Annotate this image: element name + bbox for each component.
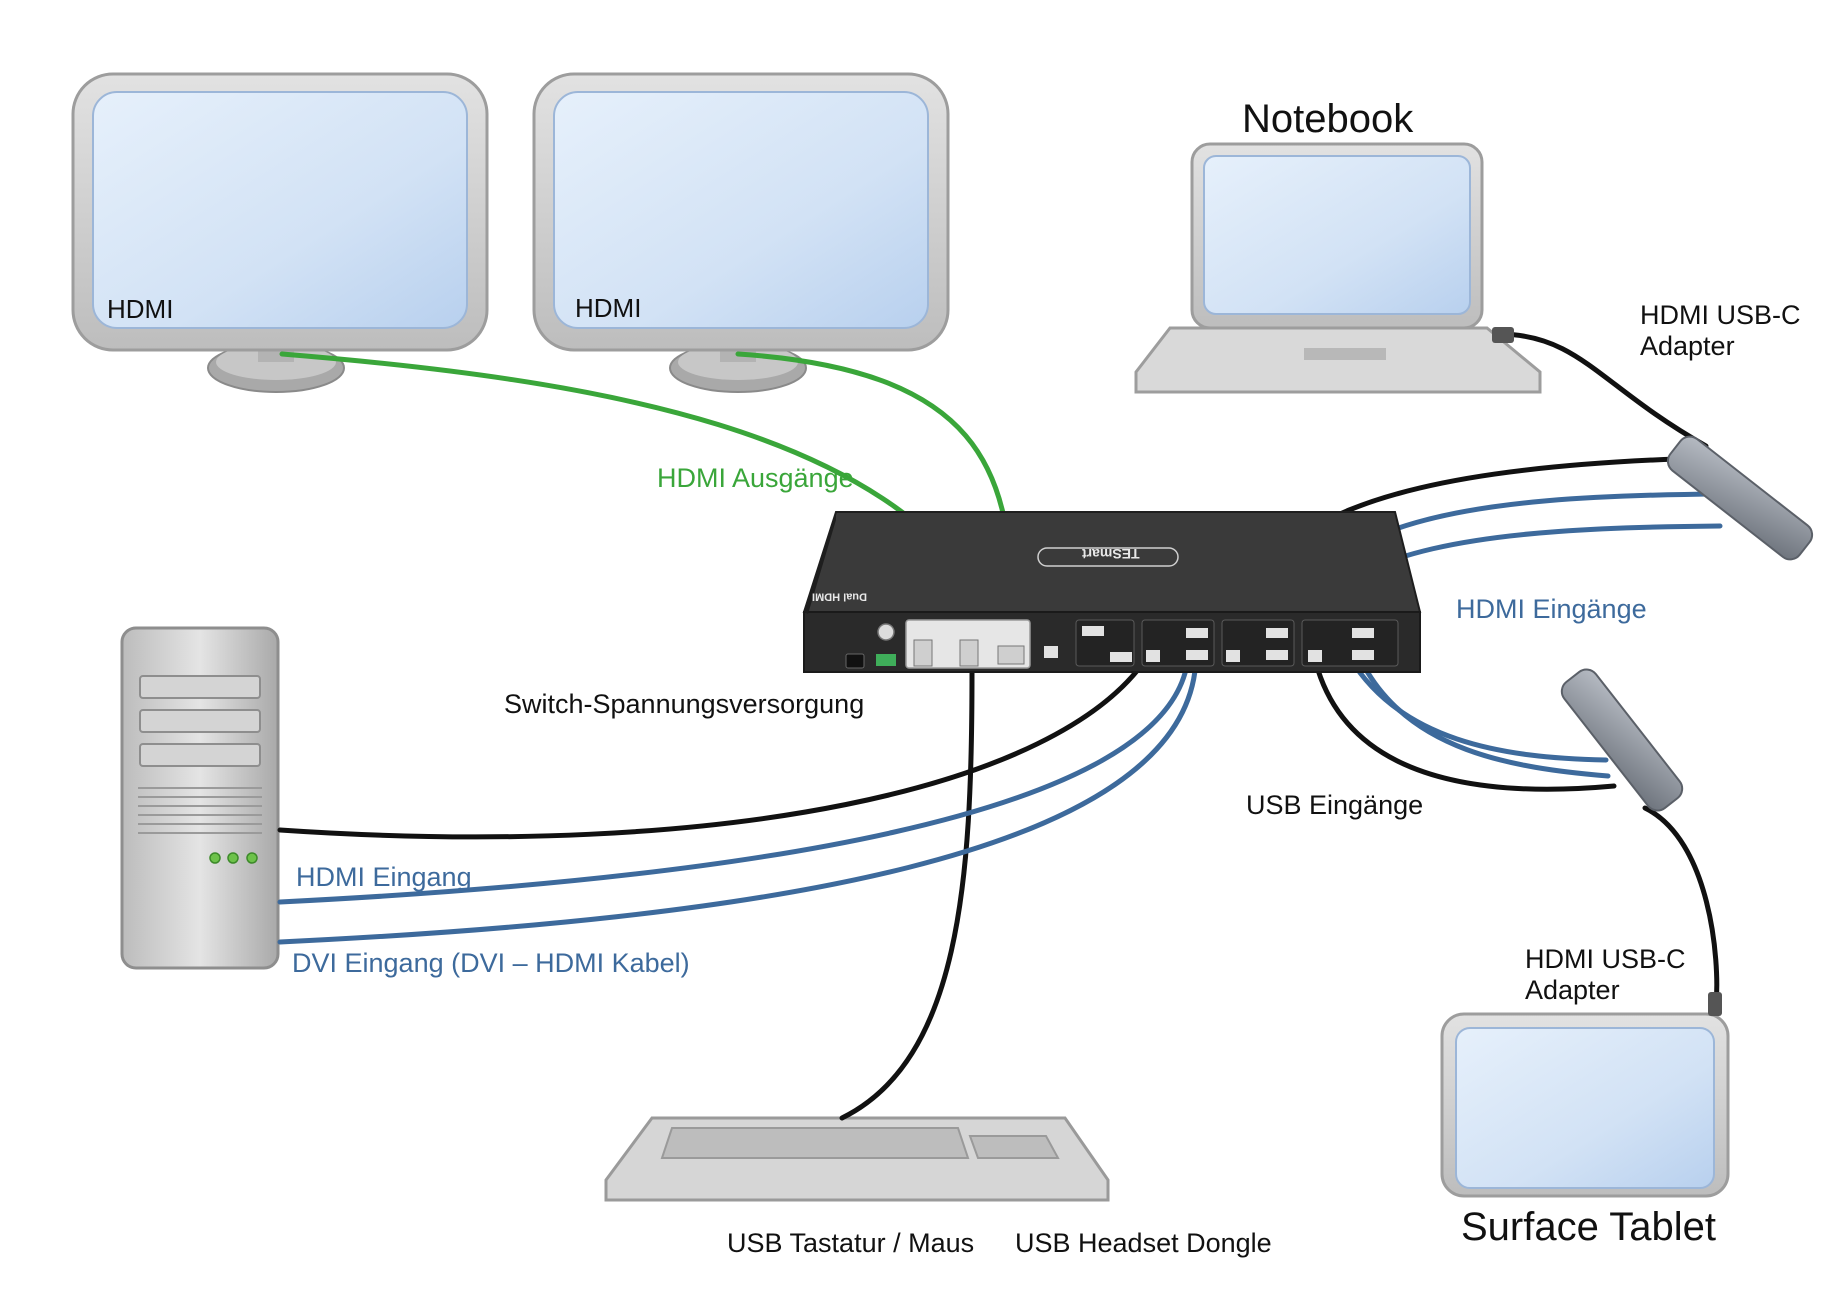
monitor-left-label: HDMI (107, 294, 174, 324)
switch-front-label: Dual HDMI (812, 590, 867, 603)
hdmi-input-label: HDMI Eingang (296, 862, 472, 892)
usb-cables (277, 331, 1720, 1121)
usb-c-adapter-top-icon (1492, 327, 1814, 561)
tablet-label: Surface Tablet (1461, 1205, 1716, 1249)
adapter-bottom-label: HDMI USB-C Adapter (1525, 944, 1686, 1006)
power-label: Switch-Spannungsversorgung (504, 689, 865, 719)
monitor-right-label: HDMI (575, 293, 642, 323)
tablet-icon (1440, 1012, 1730, 1198)
hdmi-outputs-label: HDMI Ausgänge (657, 463, 854, 493)
monitor-right-icon (532, 72, 950, 393)
kvm-switch-icon (802, 511, 1422, 673)
headset-label: USB Headset Dongle (1015, 1228, 1272, 1258)
adapter-top-label: HDMI USB-C Adapter (1640, 300, 1801, 362)
monitor-left-icon (71, 72, 489, 393)
dvi-input-label: DVI Eingang (DVI – HDMI Kabel) (292, 948, 690, 978)
usb-c-adapter-bottom-icon (1560, 668, 1722, 1016)
hdmi-inputs-label: HDMI Eingänge (1456, 594, 1647, 624)
pc-tower-icon (120, 626, 280, 970)
switch-brand: TESmart (1082, 546, 1140, 563)
usb-inputs-label: USB Eingänge (1246, 790, 1424, 820)
keyboard-icon (604, 1116, 1110, 1202)
keyboard-label: USB Tastatur / Maus (727, 1228, 975, 1258)
notebook-label: Notebook (1242, 97, 1414, 141)
laptop-icon (1134, 142, 1542, 394)
